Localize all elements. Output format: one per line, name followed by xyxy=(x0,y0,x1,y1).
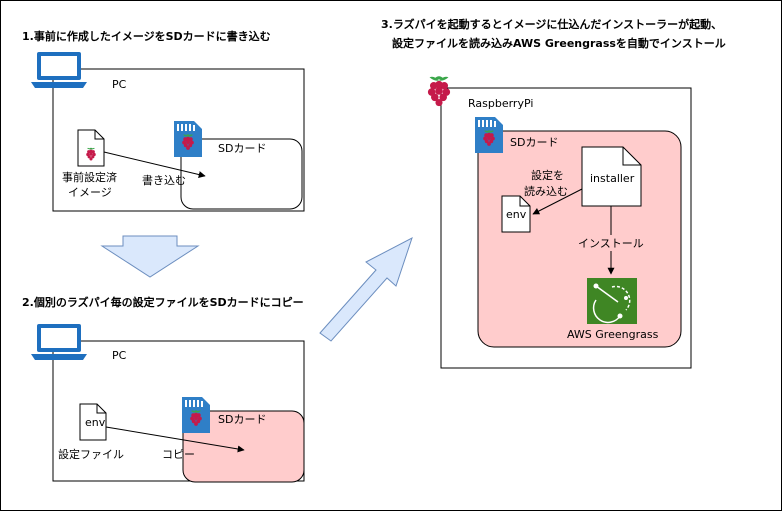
install-label-bg xyxy=(574,235,646,251)
laptop-icon xyxy=(31,324,87,360)
step1-sd-box xyxy=(180,138,303,210)
image-file-label-1: 事前設定済 xyxy=(62,170,117,184)
read-label-2: 読み込む xyxy=(524,184,568,198)
step2-pc-label: PC xyxy=(112,349,127,362)
read-label-1: 設定を xyxy=(531,168,564,182)
laptop-icon xyxy=(31,52,87,88)
step3-title-line1: 3.ラズパイを起動するとイメージに仕込んだインストーラーが起動、 xyxy=(381,17,722,31)
env-file-icon xyxy=(79,403,107,441)
installer-label: installer xyxy=(590,172,635,185)
step1-pc-label: PC xyxy=(112,78,127,91)
installer-file-icon xyxy=(581,146,642,207)
step3-sd-label: SDカード xyxy=(510,136,558,149)
raspberrypi-label: RaspberryPi xyxy=(468,97,533,110)
step1-title: 1.事前に作成したイメージをSDカードに書き込む xyxy=(22,29,271,43)
step1-sd-label: SDカード xyxy=(218,142,266,155)
step2-sd-label: SDカード xyxy=(218,413,266,426)
greengrass-label: AWS Greengrass xyxy=(567,328,659,341)
env-file-label: 設定ファイル xyxy=(58,447,124,461)
read-arrow xyxy=(532,188,583,215)
write-arrow xyxy=(103,151,206,178)
copy-arrow xyxy=(105,426,245,453)
env-file-icon xyxy=(501,195,531,233)
step3-env-label: env xyxy=(506,208,527,221)
image-file-label-2: イメージ xyxy=(68,186,112,199)
step2-title: 2.個別のラズパイ毎の設定ファイルをSDカードにコピー xyxy=(22,295,304,309)
install-label: インストール xyxy=(578,237,644,250)
copy-label: コピー xyxy=(162,448,195,461)
env-file-name: env xyxy=(85,416,106,429)
down-arrow xyxy=(100,235,200,278)
write-label: 書き込む xyxy=(142,173,186,187)
aws-greengrass-icon xyxy=(587,278,637,324)
diagonal-arrow xyxy=(319,236,413,342)
step3-title-line2: 設定ファイルを読み込みAWS Greengrassを自動でインストール xyxy=(392,36,726,50)
